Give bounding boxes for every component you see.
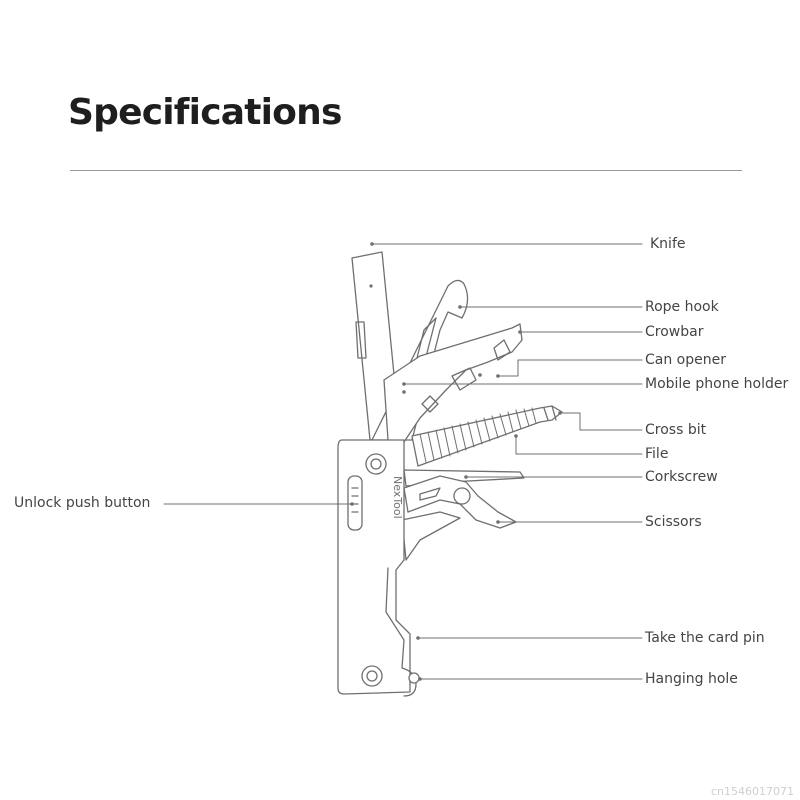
label-crowbar: Crowbar <box>645 324 704 340</box>
title-divider <box>70 170 742 171</box>
label-file: File <box>645 446 669 462</box>
scissors-tool <box>401 475 517 561</box>
label-rope-hook: Rope hook <box>645 299 719 315</box>
watermark-text: cn1546017071 <box>710 785 794 798</box>
label-unlock-push-button: Unlock push button <box>14 495 151 511</box>
label-cross-bit: Cross bit <box>645 422 707 438</box>
label-card-pin: Take the card pin <box>645 630 765 646</box>
label-mobile-phone-holder: Mobile phone holder <box>645 376 789 392</box>
brand-logo-text: NexTool <box>391 476 404 519</box>
handle-body <box>337 439 420 697</box>
label-scissors: Scissors <box>645 514 702 530</box>
label-corkscrew: Corkscrew <box>645 469 718 485</box>
label-can-opener: Can opener <box>645 352 726 368</box>
file-cross-bit-tool <box>411 405 563 467</box>
label-knife: Knife <box>650 236 686 252</box>
leader-lines <box>163 243 643 680</box>
label-hanging-hole: Hanging hole <box>645 671 738 687</box>
page-title: Specifications <box>68 92 342 133</box>
